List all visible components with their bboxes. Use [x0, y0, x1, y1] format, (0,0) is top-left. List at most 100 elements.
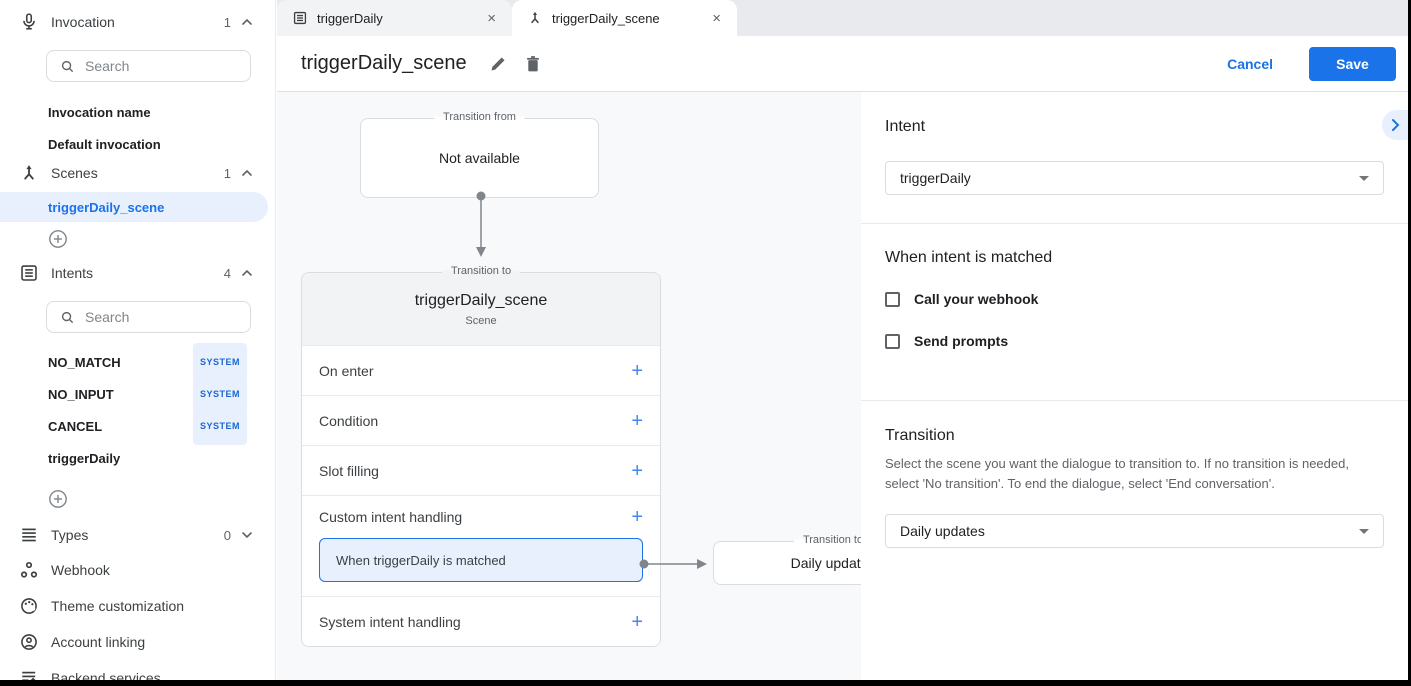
section-count: 1: [223, 165, 231, 181]
search-input[interactable]: [85, 309, 266, 325]
sidebar-item-default-invocation[interactable]: Default invocation: [48, 136, 161, 152]
call-webhook-checkbox-row[interactable]: Call your webhook: [885, 291, 1384, 307]
intents-search[interactable]: [46, 301, 266, 333]
section-label: Scenes: [51, 165, 98, 181]
row-on-enter[interactable]: On enter +: [302, 345, 660, 395]
scene-diagram-canvas: Transition from Not available Transition…: [277, 92, 861, 680]
cancel-button[interactable]: Cancel: [1227, 55, 1273, 72]
add-icon[interactable]: +: [631, 359, 643, 382]
section-label: Intents: [51, 265, 94, 281]
sidebar-section-scenes[interactable]: Scenes 1: [20, 163, 253, 183]
transition-select[interactable]: Daily updates: [885, 514, 1384, 548]
sidebar-item-cancel[interactable]: CANCEL SYSTEM: [0, 407, 275, 445]
delete-icon[interactable]: [524, 55, 542, 73]
transition-from-content: Not available: [439, 150, 520, 166]
sidebar-item-triggerdaily-scene[interactable]: triggerDaily_scene: [0, 192, 268, 222]
intent-detail-panel: Intent triggerDaily When intent is match…: [861, 92, 1408, 680]
chevron-down-icon[interactable]: [241, 530, 253, 540]
transition-to-legend: Transition to: [793, 534, 861, 546]
edit-icon[interactable]: [489, 55, 507, 73]
microphone-icon: [20, 13, 38, 31]
scene-fork-icon: [20, 164, 38, 182]
checkbox-unchecked[interactable]: [885, 333, 900, 349]
section-label: Invocation: [51, 14, 115, 30]
chevron-up-icon[interactable]: [241, 17, 253, 27]
row-slot-filling[interactable]: Slot filling +: [302, 445, 660, 495]
search-icon: [60, 310, 75, 325]
invocation-search[interactable]: [46, 50, 266, 82]
tab-label: triggerDaily: [317, 10, 383, 26]
row-condition[interactable]: Condition +: [302, 395, 660, 445]
close-icon[interactable]: ×: [487, 9, 496, 27]
window-bottom-edge: [0, 680, 1411, 686]
intent-heading: Intent: [885, 118, 926, 135]
window-right-edge: [1408, 0, 1411, 686]
matched-heading: When intent is matched: [885, 249, 1053, 266]
transition-select-value: Daily updates: [900, 523, 985, 539]
account-circle-icon: [20, 633, 38, 651]
page-title: triggerDaily_scene: [301, 52, 467, 74]
intent-select[interactable]: triggerDaily: [885, 161, 1384, 195]
dropdown-caret-icon: [1359, 528, 1369, 534]
add-icon[interactable]: +: [631, 409, 643, 432]
sidebar-item-no-input[interactable]: NO_INPUT SYSTEM: [0, 375, 275, 413]
tab-triggerdaily[interactable]: triggerDaily ×: [277, 0, 512, 36]
add-intent-button[interactable]: [48, 486, 275, 512]
row-custom-intent-handling: Custom intent handling + When triggerDai…: [302, 495, 660, 596]
add-icon[interactable]: +: [631, 610, 643, 633]
connector-arrow-down: [473, 191, 489, 261]
connector-arrow-right: [639, 556, 709, 572]
tab-strip: triggerDaily × triggerDaily_scene ×: [277, 0, 1411, 36]
search-input[interactable]: [85, 58, 266, 74]
intent-select-value: triggerDaily: [900, 170, 971, 186]
panel-collapse-button[interactable]: [1382, 110, 1408, 140]
scene-card-header: triggerDaily_scene Scene: [302, 273, 660, 345]
sidebar-item-account-linking[interactable]: Account linking: [0, 624, 275, 660]
divider: [861, 223, 1408, 224]
intent-icon: [293, 11, 307, 25]
transition-to-legend: Transition to: [441, 265, 521, 277]
backend-services-icon: [20, 669, 38, 680]
chevron-up-icon[interactable]: [241, 268, 253, 278]
sidebar-item-backend-services[interactable]: Backend services: [0, 660, 275, 680]
transition-from-legend: Transition from: [434, 111, 525, 123]
sidebar-item-webhook[interactable]: Webhook: [0, 552, 275, 588]
system-badge: SYSTEM: [192, 343, 247, 381]
sidebar-section-intents[interactable]: Intents 4: [20, 263, 253, 283]
tab-triggerdaily-scene[interactable]: triggerDaily_scene ×: [512, 0, 737, 36]
palette-icon: [20, 597, 38, 615]
add-scene-button[interactable]: [48, 226, 275, 252]
sidebar-item-no-match[interactable]: NO_MATCH SYSTEM: [0, 343, 275, 381]
row-system-intent-handling[interactable]: System intent handling +: [302, 596, 660, 646]
scene-card-title: triggerDaily_scene: [414, 291, 548, 309]
section-count: 0: [223, 527, 231, 543]
system-badge: SYSTEM: [192, 407, 247, 445]
webhook-icon: [20, 561, 38, 579]
scene-fork-icon: [528, 11, 542, 25]
add-icon[interactable]: +: [631, 459, 643, 482]
sidebar-item-invocation-name[interactable]: Invocation name: [48, 104, 151, 120]
checkbox-unchecked[interactable]: [885, 291, 900, 307]
section-count: 4: [223, 265, 231, 281]
add-icon[interactable]: +: [631, 506, 643, 528]
close-icon[interactable]: ×: [712, 9, 721, 27]
sidebar-item-theme-customization[interactable]: Theme customization: [0, 588, 275, 624]
next-scene-box[interactable]: Transition to Daily updates: [713, 534, 861, 585]
sidebar-section-types[interactable]: Types 0: [20, 525, 253, 545]
title-bar: triggerDaily_scene Cancel Save: [277, 36, 1411, 92]
transition-description: Select the scene you want the dialogue t…: [885, 456, 1349, 491]
save-button[interactable]: Save: [1309, 46, 1396, 81]
sidebar-section-invocation[interactable]: Invocation 1: [20, 12, 253, 32]
intents-list-icon: [20, 264, 38, 282]
sidebar-item-triggerdaily[interactable]: triggerDaily: [48, 450, 121, 466]
search-icon: [60, 59, 75, 74]
tab-label: triggerDaily_scene: [552, 10, 660, 26]
chevron-up-icon[interactable]: [241, 168, 253, 178]
scene-card: Transition to triggerDaily_scene Scene O…: [301, 265, 661, 647]
send-prompts-checkbox-row[interactable]: Send prompts: [885, 333, 1384, 349]
section-count: 1: [223, 14, 231, 30]
scene-card-subtitle: Scene: [465, 314, 497, 327]
intent-handler-chip[interactable]: When triggerDaily is matched: [319, 538, 643, 582]
section-label: Types: [51, 527, 89, 543]
types-menu-icon: [20, 526, 38, 544]
